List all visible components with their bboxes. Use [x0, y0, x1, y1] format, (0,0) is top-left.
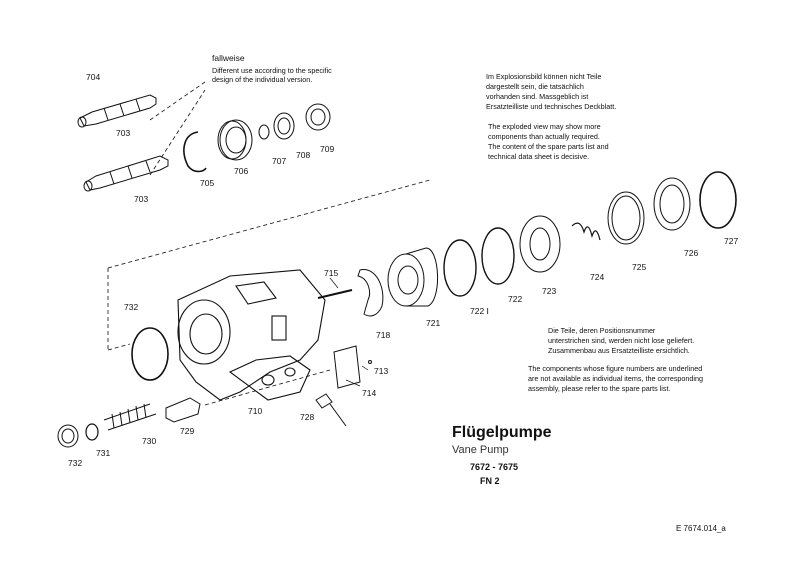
- shaft-703-upper: [77, 94, 157, 128]
- o-ring-722-i: [443, 239, 477, 297]
- part-label-713: 713: [374, 366, 388, 376]
- cover-726: [653, 177, 691, 231]
- fallweise-note-en-2: design of the individual version.: [212, 75, 313, 84]
- explosion-note-de-4: Ersatzteilliste und technisches Deckblat…: [486, 102, 617, 111]
- part-label-715: 715: [324, 268, 338, 278]
- ring-727: [699, 171, 737, 229]
- ring-707: [258, 124, 270, 140]
- part-label-718: 718: [376, 330, 390, 340]
- part-label-725: 725: [632, 262, 646, 272]
- snap-ring-705: [183, 131, 207, 173]
- explosion-note-de-2: dargestellt sein, die tatsächlich: [486, 82, 584, 91]
- explosion-note-en-4: technical data sheet is decisive.: [488, 152, 590, 161]
- spring-724: [571, 222, 601, 241]
- explosion-note-en-1: The exploded view may show more: [488, 122, 601, 131]
- title-name-de: Flügelpumpe: [452, 424, 552, 441]
- part-label-710: 710: [248, 406, 262, 416]
- part-label-706: 706: [234, 166, 248, 176]
- underline-note-en-3: assembly, please refer to the spare part…: [528, 384, 671, 393]
- part-label-729: 729: [180, 426, 194, 436]
- fallweise-note-en-1: Different use according to the specific: [212, 66, 332, 75]
- fn-code: FN 2: [480, 476, 500, 486]
- part-label-714: 714: [362, 388, 376, 398]
- part-label-726: 726: [684, 248, 698, 258]
- part-label-732-oring: 732: [124, 302, 138, 312]
- underline-note-de-3: Zusammenbau aus Ersatzteilliste ersichtl…: [548, 346, 690, 355]
- plate-713: [333, 345, 361, 389]
- part-label-730: 730: [142, 436, 156, 446]
- pin-715: [317, 289, 353, 299]
- part-label-722: 722: [508, 294, 522, 304]
- spring-730: [103, 403, 157, 431]
- title-name-en: Vane Pump: [452, 444, 509, 456]
- housing-710: [177, 269, 326, 401]
- bearing-706: [217, 119, 253, 161]
- part-labels: 704 703 703 705 706 707 708 709 710 713 …: [68, 72, 738, 468]
- underline-note-de-1: Die Teile, deren Positionsnummer: [548, 326, 656, 335]
- o-ring-732: [131, 327, 169, 381]
- cartridge-721: [387, 247, 438, 307]
- part-label-705: 705: [200, 178, 214, 188]
- part-label-732-plug: 732: [68, 458, 82, 468]
- part-label-727: 727: [724, 236, 738, 246]
- part-label-707: 707: [272, 156, 286, 166]
- part-label-709: 709: [320, 144, 334, 154]
- underline-note-en-1: The components whose figure numbers are …: [528, 364, 703, 373]
- bearing-709: [305, 103, 331, 131]
- explosion-note-en-2: components than actually required.: [488, 132, 600, 141]
- document-reference: E 7674.014_a: [676, 524, 726, 533]
- shaft-703-lower: [83, 155, 169, 192]
- segment-718: [357, 269, 384, 317]
- part-label-731: 731: [96, 448, 110, 458]
- part-label-722-i: 722 I: [470, 306, 489, 316]
- ring-731: [85, 423, 99, 441]
- explosion-note-de-3: vorhanden sind. Massgeblich ist: [486, 92, 589, 101]
- part-label-721: 721: [426, 318, 440, 328]
- part-label-703-upper: 703: [116, 128, 130, 138]
- o-ring-722: [481, 227, 515, 285]
- alignment-lines: [107, 81, 431, 406]
- explosion-note-de-1: Im Explosionsbild können nicht Teile: [486, 72, 602, 81]
- underline-note-de-2: unterstrichen sind, werden nicht lose ge…: [548, 336, 695, 345]
- model-range: 7672 - 7675: [470, 462, 519, 472]
- ring-725: [607, 191, 645, 245]
- part-label-708: 708: [296, 150, 310, 160]
- rotor-plate-723: [519, 215, 561, 273]
- part-label-728: 728: [300, 412, 314, 422]
- part-label-723: 723: [542, 286, 556, 296]
- fallweise-heading: fallweise: [212, 53, 245, 63]
- seal-708: [273, 112, 295, 140]
- leader-lines: [329, 277, 369, 387]
- spool-729: [165, 397, 201, 423]
- plug-732: [57, 424, 79, 448]
- part-label-703-lower: 703: [134, 194, 148, 204]
- explosion-note-en-3: The content of the spare parts list and: [488, 142, 609, 151]
- underline-note-en-2: are not available as individual items, t…: [528, 374, 703, 383]
- title-block: Flügelpumpe Vane Pump: [452, 424, 552, 456]
- fitting-728: [315, 393, 347, 427]
- part-label-724: 724: [590, 272, 604, 282]
- part-label-704: 704: [86, 72, 100, 82]
